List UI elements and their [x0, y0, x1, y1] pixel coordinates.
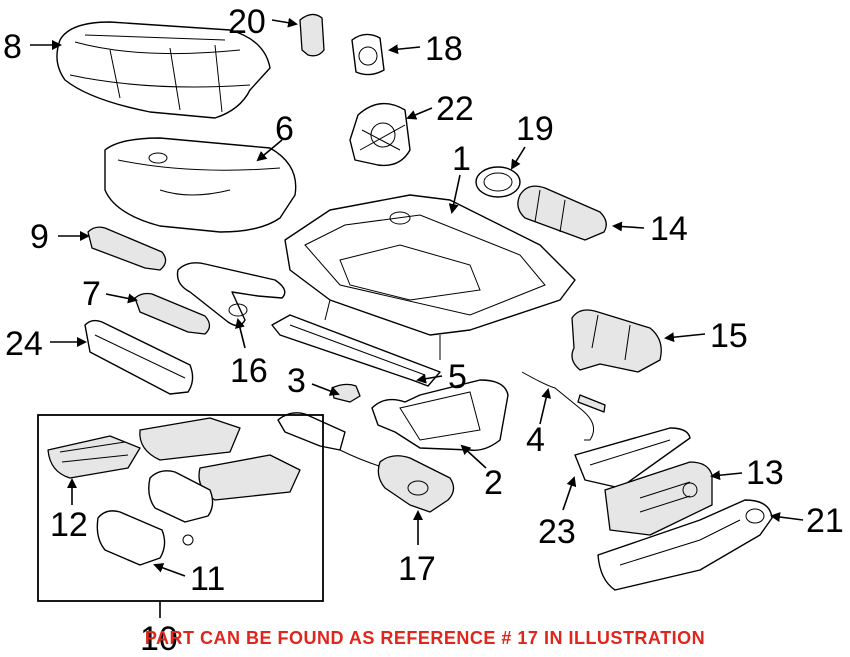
part-4-cable	[521, 371, 606, 441]
part-16-bracket	[176, 262, 286, 327]
part-18-clip	[351, 33, 385, 76]
part-8-cushion-cover	[56, 21, 271, 119]
callout-24: 24	[5, 325, 43, 363]
callout-13: 13	[746, 454, 784, 492]
callout-15: 15	[710, 317, 748, 355]
callout-22: 22	[436, 90, 474, 128]
part-10-inset-box	[37, 414, 324, 618]
callout-10: 10	[140, 620, 178, 657]
callout-16: 16	[230, 352, 268, 390]
callout-3: 3	[287, 362, 306, 400]
part-24-panel	[84, 319, 194, 395]
callout-4: 4	[526, 421, 545, 459]
callout-11: 11	[190, 560, 225, 598]
part-15-motor	[571, 309, 662, 373]
callout-23: 23	[538, 513, 576, 551]
part-12-tray	[47, 435, 141, 479]
reference-footnote: PART CAN BE FOUND AS REFERENCE # 17 IN I…	[144, 628, 706, 648]
callout-labels: 8 20 18 22 6 19 1 14 9 7 16 24 15 3 5 4 …	[3, 3, 844, 657]
part-19-ring	[475, 166, 521, 198]
callout-14: 14	[650, 210, 688, 248]
inset-plates	[139, 417, 301, 501]
part-23-cover	[574, 427, 691, 489]
callout-8: 8	[3, 28, 22, 66]
callout-19: 19	[516, 110, 554, 148]
callout-21: 21	[806, 502, 844, 540]
callout-12: 12	[50, 506, 88, 544]
callout-18: 18	[425, 30, 463, 68]
part-6-cushion-pad	[104, 137, 297, 233]
callout-5: 5	[448, 358, 467, 396]
part-1-seat-frame	[284, 194, 576, 360]
callout-1: 1	[452, 140, 471, 178]
part-11-switch-block	[96, 470, 214, 566]
part-2-bracket	[371, 379, 509, 451]
callout-9: 9	[30, 218, 49, 256]
part-14-motor	[517, 185, 607, 241]
leader-lines	[30, 17, 804, 577]
part-22-recliner	[349, 102, 411, 167]
callout-20: 20	[228, 3, 266, 41]
callout-6: 6	[275, 110, 294, 148]
part-20-cap	[299, 13, 325, 57]
callout-2: 2	[484, 464, 503, 502]
part-13-switch	[604, 461, 713, 536]
part-21-trim-panel	[597, 499, 773, 591]
callout-7: 7	[82, 275, 101, 313]
part-5-rail	[271, 314, 441, 387]
part-9-trim	[87, 226, 167, 271]
part-7-trim	[134, 292, 211, 335]
part-17-harness	[277, 412, 455, 513]
callout-17: 17	[398, 550, 436, 588]
